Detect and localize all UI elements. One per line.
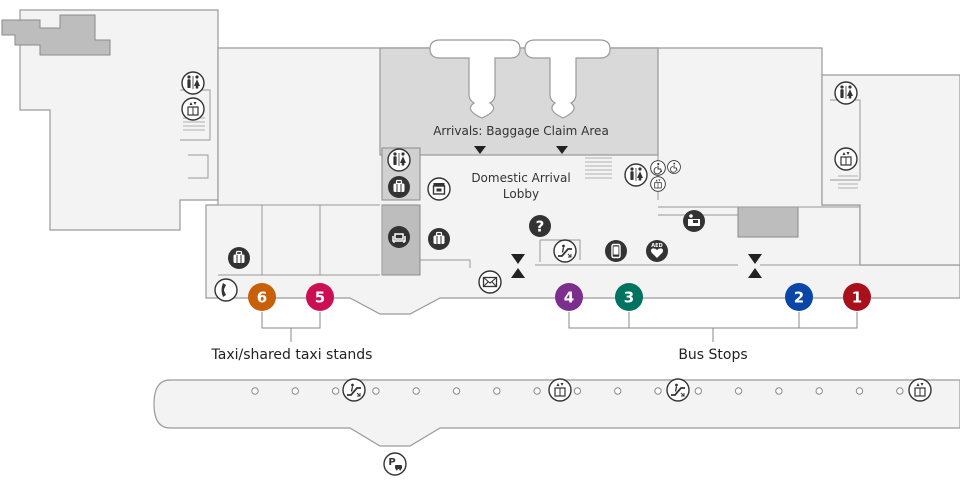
taxi-stand-5-number: 5 bbox=[315, 289, 325, 307]
escalator-icon bbox=[553, 239, 577, 263]
bus-stop-1-badge bbox=[843, 283, 871, 311]
bus-stop-2[interactable]: 2 bbox=[785, 283, 813, 311]
building-outline bbox=[1, 9, 960, 447]
bollard-dot bbox=[493, 387, 501, 395]
escalator-icon bbox=[666, 378, 690, 402]
bollard-dot bbox=[654, 387, 662, 395]
arrival-lobby-label-line1: Domestic Arrival bbox=[471, 171, 570, 185]
bollard-dot bbox=[372, 387, 380, 395]
restroom-icon bbox=[834, 81, 858, 105]
escalator-icon bbox=[342, 378, 366, 402]
elevator-icon bbox=[548, 378, 572, 402]
bus-stop-4-number: 4 bbox=[564, 289, 574, 307]
luggage-icon bbox=[387, 175, 411, 199]
taxi-stand-5[interactable]: 5 bbox=[306, 283, 334, 311]
bus-stop-3[interactable]: 3 bbox=[615, 283, 643, 311]
bollard-dot bbox=[614, 387, 622, 395]
bus-stops-label: Bus Stops bbox=[678, 347, 747, 363]
restroom-icon bbox=[181, 71, 205, 95]
bollard-dot bbox=[815, 387, 823, 395]
bus-stop-3-number: 3 bbox=[624, 289, 634, 307]
taxi-stand-6[interactable]: 6 bbox=[248, 283, 276, 311]
luggage-icon bbox=[427, 227, 451, 251]
bus-stop-2-number: 2 bbox=[794, 289, 804, 307]
baggage-claim-label: Arrivals: Baggage Claim Area bbox=[433, 124, 609, 138]
stop-brackets bbox=[261, 312, 858, 342]
mobile-charging-icon bbox=[604, 239, 628, 263]
arrival-lobby-label-line2: Lobby bbox=[503, 187, 539, 201]
taxi-stand-6-number: 6 bbox=[257, 289, 267, 307]
atm-icon bbox=[683, 210, 705, 232]
taxi-stands-label: Taxi/shared taxi stands bbox=[211, 347, 373, 363]
information-icon bbox=[529, 215, 551, 237]
mail-icon bbox=[478, 270, 502, 294]
taxi-stand-6-badge bbox=[248, 283, 276, 311]
bus-stop-4[interactable]: 4 bbox=[555, 283, 583, 311]
restroom-icon bbox=[387, 148, 411, 172]
wheelchair-icon bbox=[650, 160, 666, 176]
bollard-row bbox=[251, 387, 904, 395]
porter-icon bbox=[227, 246, 251, 270]
bollard-dot bbox=[331, 387, 340, 395]
elevator-icon bbox=[181, 97, 205, 121]
bus-stop-2-badge bbox=[785, 283, 813, 311]
bollard-dot bbox=[855, 387, 864, 395]
aed-label: AED bbox=[651, 243, 662, 249]
elevator-icon bbox=[650, 176, 666, 192]
bollard-dot bbox=[412, 387, 420, 395]
aed-icon: AED bbox=[646, 240, 668, 262]
bus-stop-4-badge bbox=[555, 283, 583, 311]
bollard-dot bbox=[452, 387, 461, 395]
shop-icon bbox=[427, 177, 451, 201]
restroom-icon bbox=[624, 163, 648, 187]
bollard-dot bbox=[694, 387, 702, 395]
bus-stop-3-badge bbox=[615, 283, 643, 311]
baby-care-icon bbox=[667, 160, 681, 174]
bollard-dot bbox=[533, 387, 541, 395]
bollard-dot bbox=[251, 387, 259, 395]
bollard-dot bbox=[896, 387, 904, 395]
elevator-icon bbox=[834, 147, 858, 171]
bus-stop-1[interactable]: 1 bbox=[843, 283, 871, 311]
bus-stop-1-number: 1 bbox=[852, 289, 862, 307]
parking-icon bbox=[383, 452, 407, 476]
phone-icon bbox=[214, 278, 238, 302]
elevator-icon bbox=[908, 378, 932, 402]
bollard-dot bbox=[291, 387, 299, 395]
bollard-dot bbox=[734, 387, 743, 395]
taxi-stand-5-badge bbox=[306, 283, 334, 311]
lounge-icon bbox=[387, 225, 411, 249]
bollard-dot bbox=[775, 387, 783, 395]
door-markers bbox=[474, 146, 762, 278]
bollard-dot bbox=[573, 387, 582, 395]
